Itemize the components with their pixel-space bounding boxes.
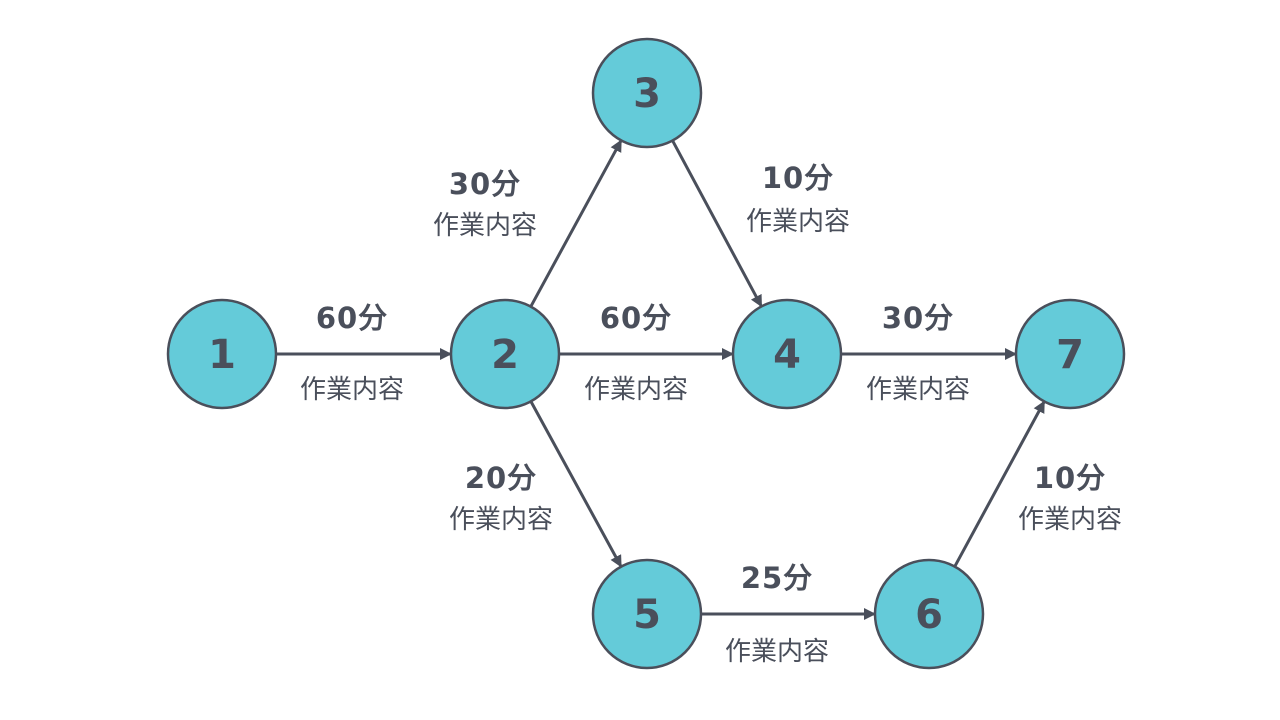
edge-task-2-5: 作業内容 — [449, 505, 553, 535]
edge-duration-3-4: 10分 — [762, 161, 834, 195]
node-2: 2 — [449, 298, 561, 410]
node-label-6: 6 — [915, 592, 943, 638]
node-label-5: 5 — [633, 592, 661, 638]
node-circle-3 — [591, 37, 703, 149]
edge-duration-5-6: 25分 — [741, 561, 813, 595]
edge-task-4-7: 作業内容 — [866, 375, 970, 405]
node-label-7: 7 — [1056, 332, 1084, 378]
edges-layer — [276, 139, 1046, 620]
edge-duration-4-7: 30分 — [882, 301, 954, 335]
edge-duration-2-5: 20分 — [465, 461, 537, 495]
edge-task-2-3: 作業内容 — [433, 211, 537, 241]
node-1: 1 — [166, 298, 278, 410]
node-label-4: 4 — [773, 332, 801, 378]
edge-duration-1-2: 60分 — [316, 301, 388, 335]
node-label-2: 2 — [491, 332, 519, 378]
edge-duration-2-4: 60分 — [600, 301, 672, 335]
node-circle-7 — [1014, 298, 1126, 410]
edge-arrow-3-4 — [671, 139, 763, 308]
node-circle-6 — [873, 558, 985, 670]
labels-layer: 60分作業内容30分作業内容10分作業内容60分作業内容30分作業内容20分作業… — [300, 161, 1122, 667]
node-circle-1 — [166, 298, 278, 410]
node-5: 5 — [591, 558, 703, 670]
edge-task-5-6: 作業内容 — [725, 637, 829, 667]
node-circle-2 — [449, 298, 561, 410]
edge-task-1-2: 作業内容 — [300, 375, 404, 405]
edge-task-2-4: 作業内容 — [584, 375, 688, 405]
nodes-layer: 1 2 3 4 5 6 7 — [166, 37, 1126, 670]
node-3: 3 — [591, 37, 703, 149]
node-4: 4 — [731, 298, 843, 410]
node-circle-4 — [731, 298, 843, 410]
edge-arrow-2-5 — [529, 400, 622, 568]
edge-duration-6-7: 10分 — [1034, 461, 1106, 495]
edge-arrow-2-3 — [529, 139, 623, 308]
node-label-1: 1 — [208, 332, 236, 378]
edge-task-3-4: 作業内容 — [746, 207, 850, 237]
edge-duration-2-3: 30分 — [449, 167, 521, 201]
edge-arrow-6-7 — [953, 400, 1046, 568]
node-6: 6 — [873, 558, 985, 670]
edge-task-6-7: 作業内容 — [1018, 505, 1122, 535]
node-label-3: 3 — [633, 71, 661, 117]
node-circle-5 — [591, 558, 703, 670]
node-7: 7 — [1014, 298, 1126, 410]
